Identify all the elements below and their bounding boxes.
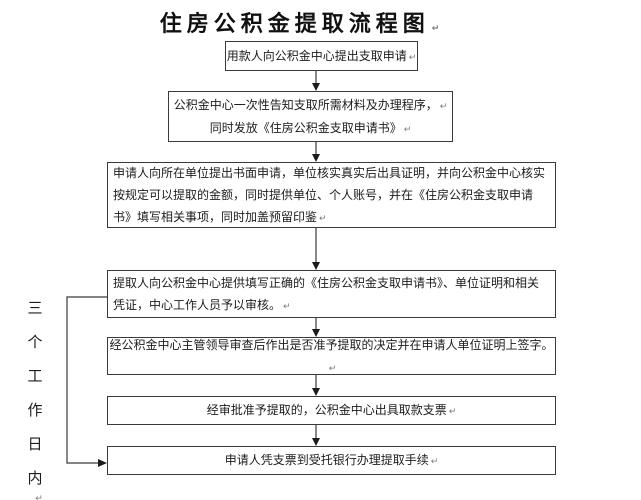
side-label-three-working-days: 三 个 工 作 日 内 ↵: [26, 297, 44, 500]
return-mark: ↵: [408, 51, 417, 62]
down-arrow-3: [312, 228, 320, 270]
step-1-box: 用款人向公积金中心提出支取申请↵: [225, 41, 418, 71]
step-3-box: 申请人向所在单位提出书面申请，单位核实真实后出具证明，并向公积金中心核实按规定可…: [107, 162, 556, 228]
diagram-title-text: 住房公积金提取流程图: [159, 11, 430, 36]
return-mark: ↵: [403, 123, 412, 134]
return-mark: ↵: [35, 493, 43, 500]
return-mark: ↵: [439, 100, 448, 111]
side-label-char: 三: [27, 300, 43, 317]
step-6-text: 经审批准予提取的，公积金中心出具取款支票↵: [206, 403, 457, 417]
duration-bracket-arrow: [66, 296, 107, 467]
down-arrow-1: [312, 71, 320, 91]
return-mark: ↵: [430, 456, 439, 466]
side-label-char: 个: [27, 334, 43, 351]
step-2-box: 公积金中心一次性告知支取所需材料及办理程序，↵ 同时发放《住房公积金支取申请书》…: [168, 91, 453, 142]
step-7-text: 申请人凭支票到受托银行办理提取手续↵: [224, 453, 439, 467]
step-2-text-line-1: 公积金中心一次性告知支取所需材料及办理程序，↵: [173, 97, 448, 112]
step-1-text: 用款人向公积金中心提出支取申请↵: [226, 48, 417, 63]
step-5-box: 经公积金中心主管领导审查后作出是否准予提取的决定并在申请人单位证明上签字。↵: [107, 337, 556, 375]
side-label-char: 日: [27, 436, 43, 453]
return-mark: ↵: [319, 212, 327, 223]
return-mark: ↵: [431, 23, 445, 33]
return-mark: ↵: [328, 362, 337, 373]
step-4-text: 提取人向公积金中心提供填写正确的《住房公积金支取申请书》、单位证明和相关凭证，中…: [113, 275, 540, 312]
down-arrow-6: [312, 425, 320, 446]
step-2-text-line-2: 同时发放《住房公积金支取申请书》↵: [209, 120, 412, 135]
step-6-box: 经审批准予提取的，公积金中心出具取款支票↵: [107, 396, 556, 425]
return-mark: ↵: [448, 406, 457, 416]
step-4-box: 提取人向公积金中心提供填写正确的《住房公积金支取申请书》、单位证明和相关凭证，中…: [107, 270, 556, 318]
step-7-box: 申请人凭支票到受托银行办理提取手续↵: [107, 446, 556, 475]
side-label-char: 内: [27, 470, 43, 487]
down-arrow-2: [312, 142, 320, 162]
step-3-text: 申请人向所在单位提出书面申请，单位核实真实后出具证明，并向公积金中心核实按规定可…: [113, 165, 546, 224]
side-label-char: 作: [27, 402, 43, 419]
step-5-text: 经公积金中心主管领导审查后作出是否准予提取的决定并在申请人单位证明上签字。↵: [109, 337, 554, 373]
side-label-char: 工: [27, 368, 43, 385]
return-mark: ↵: [283, 300, 291, 311]
diagram-title: 住房公积金提取流程图↵: [0, 6, 604, 38]
